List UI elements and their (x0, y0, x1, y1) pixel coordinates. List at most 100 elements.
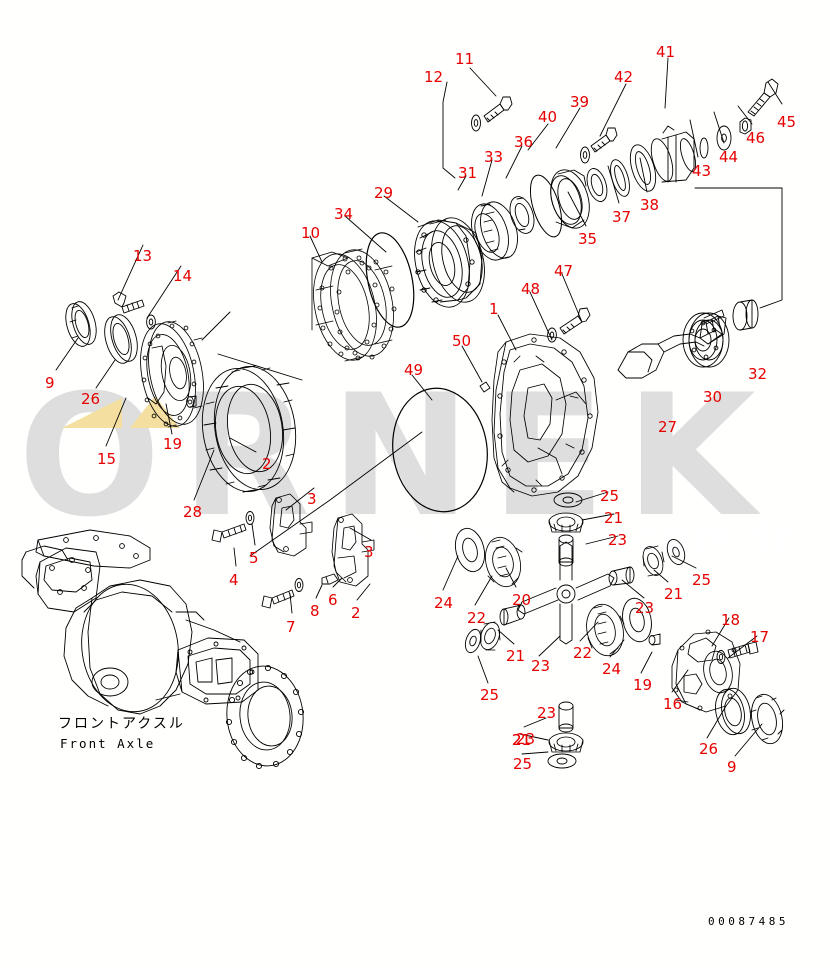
callout-number-11: 11 (455, 50, 475, 68)
part-21-pinion-left (479, 621, 501, 651)
part-46-nut (739, 117, 752, 135)
callout-number-12: 12 (424, 68, 444, 86)
part-10-ring-gear (311, 248, 397, 362)
callout-number-38: 38 (640, 196, 660, 214)
part-41-yoke (650, 125, 697, 183)
callout-number-23: 23 (516, 730, 536, 748)
bracket-line-right (694, 187, 783, 309)
callout-number-31: 31 (458, 164, 478, 182)
callout-number-23: 23 (531, 657, 551, 675)
part-45-bolt (747, 78, 779, 117)
part-28-brake-ring (201, 365, 297, 493)
callout-number-21: 21 (604, 509, 624, 527)
part-23-bushing-right (608, 566, 635, 586)
part-5-washer (245, 511, 255, 525)
callout-number-2: 2 (351, 604, 361, 622)
callout-number-23: 23 (608, 531, 628, 549)
part-23-bushing-top (558, 534, 574, 567)
front-axle-assembly (21, 529, 305, 770)
part-24-thrust-washer-right (622, 597, 652, 643)
callout-number-13: 13 (133, 247, 153, 265)
callout-number-25: 25 (513, 755, 533, 773)
callout-number-18: 18 (721, 611, 741, 629)
part-23-bushing-bottom (558, 701, 574, 733)
part-42-seal (629, 144, 657, 192)
part-23-bushing-left (499, 604, 526, 626)
callout-number-41: 41 (656, 43, 676, 61)
part-2-bracket-b (331, 513, 375, 587)
part-43-washer (699, 137, 709, 159)
part-36-oring (529, 174, 563, 238)
assembly-caption-english: Front Axle (60, 736, 156, 751)
part-17-bolt (727, 641, 759, 659)
callout-number-4: 4 (229, 571, 239, 589)
callout-number-26: 26 (81, 390, 101, 408)
callout-number-22: 22 (467, 609, 487, 627)
part-21-pinion-top (548, 512, 584, 533)
callout-number-33: 33 (484, 148, 504, 166)
part-26-ring-right (715, 687, 751, 736)
part-25-thrust-washer-right (666, 539, 686, 565)
callout-number-1: 1 (489, 300, 499, 318)
part-38-ring (610, 159, 630, 197)
part-44-washer (716, 125, 732, 151)
part-12-washer (471, 114, 481, 132)
callout-number-6: 6 (328, 591, 338, 609)
callout-number-21: 21 (512, 731, 532, 749)
callout-number-8: 8 (310, 602, 320, 620)
part-25-thrust-washer-top (553, 492, 583, 508)
part-47-bolt (559, 307, 591, 335)
callout-number-26: 26 (699, 740, 719, 758)
leader-long-diagonal (249, 431, 423, 557)
callout-number-22: 22 (573, 644, 593, 662)
part-29-hub (414, 217, 485, 308)
callout-number-43: 43 (692, 162, 712, 180)
callout-number-20: 20 (512, 591, 532, 609)
callout-number-50: 50 (452, 332, 472, 350)
callout-number-21: 21 (506, 647, 526, 665)
callout-number-45: 45 (777, 113, 797, 131)
callout-number-7: 7 (286, 618, 296, 636)
watermark-brand: ORNEK (18, 358, 776, 554)
callout-number-35: 35 (578, 230, 598, 248)
part-30-bearing (682, 312, 730, 368)
part-22-side-gear-right (586, 603, 625, 657)
part-9-seal-left (65, 301, 97, 347)
part-20-spider-cross (517, 541, 615, 645)
callout-number-15: 15 (97, 450, 117, 468)
leader-lines-brackets (233, 487, 372, 614)
part-34-oring (365, 232, 415, 328)
part-50-dowel (479, 381, 491, 393)
callout-number-27: 27 (658, 418, 678, 436)
callout-number-25: 25 (480, 686, 500, 704)
part-18-washer (716, 650, 726, 664)
callout-number-34: 34 (334, 205, 354, 223)
callout-number-46: 46 (746, 129, 766, 147)
part-48-washer (547, 327, 557, 343)
callout-number-36: 36 (514, 133, 534, 151)
callout-number-39: 39 (570, 93, 590, 111)
part-3-bracket-a (269, 493, 313, 557)
callout-number-17: 17 (750, 628, 770, 646)
callout-number-24: 24 (434, 594, 454, 612)
callout-number-3: 3 (307, 490, 317, 508)
callout-number-16: 16 (663, 695, 683, 713)
part-11-bolt (483, 96, 513, 123)
callout-number-21: 21 (512, 731, 532, 749)
callout-number-47: 47 (554, 262, 574, 280)
assembly-caption-japanese: フロントアクスル (58, 716, 185, 732)
part-19-pin (648, 633, 661, 646)
part-15-hub-cover (140, 320, 204, 428)
callout-number-25: 25 (692, 571, 712, 589)
callout-number-28: 28 (183, 503, 203, 521)
callout-number-14: 14 (173, 267, 193, 285)
callout-number-32: 32 (748, 365, 768, 383)
leader-lines-left (55, 244, 303, 501)
callout-number-2: 2 (262, 455, 272, 473)
document-number: 00087485 (708, 915, 789, 928)
leader-lines-diff (442, 491, 763, 757)
part-19-bolt-left (186, 395, 197, 408)
callout-number-3: 3 (364, 543, 374, 561)
